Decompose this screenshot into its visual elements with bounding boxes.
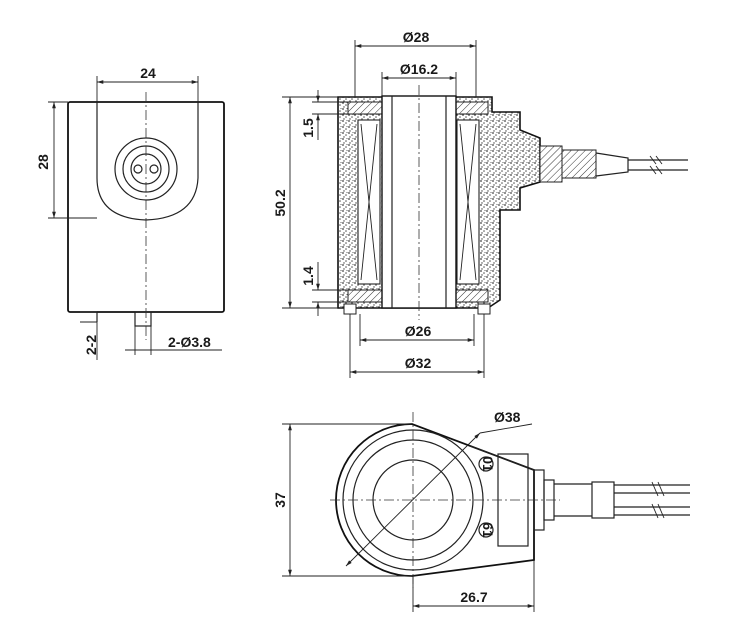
dim-section-bottom-wall: 1.4 [300, 266, 316, 286]
top-view: 01 61 Ø38 37 26.7 [272, 409, 690, 612]
dim-top-offset: 26.7 [460, 589, 487, 605]
dim-section-bottom-outer: Ø32 [405, 355, 432, 371]
front-view: 24 28 2-2 2-Ø3.8 [35, 65, 225, 360]
dim-section-height: 50.2 [272, 189, 288, 216]
dim-front-height: 28 [35, 154, 51, 170]
dim-top-diameter: Ø38 [494, 409, 521, 425]
terminal-label-lower: 61 [480, 522, 496, 538]
dim-section-top-wall: 1.5 [300, 118, 316, 138]
dim-section-outer-top: Ø28 [403, 29, 430, 45]
dim-section-inner-top: Ø16.2 [400, 61, 438, 77]
dim-section-bottom-inner: Ø26 [405, 323, 432, 339]
section-view: Ø28 Ø16.2 50.2 1.5 1.4 Ø26 Ø32 [272, 29, 688, 378]
dim-top-height: 37 [272, 492, 288, 508]
dim-pin-diameter: 2-Ø3.8 [168, 334, 211, 350]
terminal-label-upper: 01 [480, 456, 496, 472]
dim-front-width: 24 [140, 65, 156, 81]
dim-pin-depth: 2-2 [83, 335, 99, 355]
